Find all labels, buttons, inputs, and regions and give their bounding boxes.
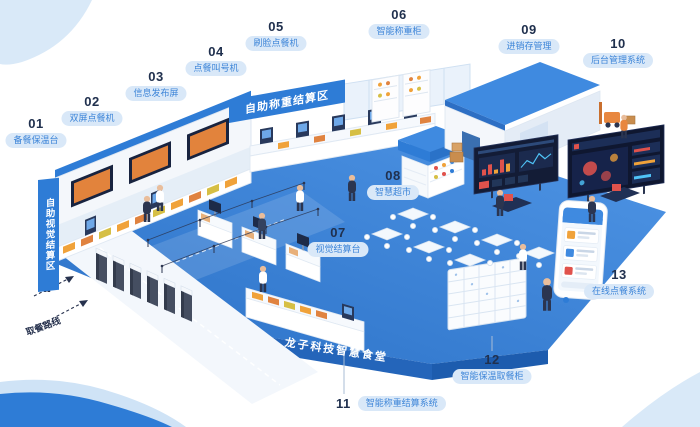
callout-02-label: 双屏点餐机 bbox=[61, 111, 123, 126]
callout-08-label: 智慧超市 bbox=[366, 185, 420, 200]
callout-02-number: 02 bbox=[84, 94, 100, 109]
weighing-counter bbox=[249, 101, 436, 173]
checkout-counters bbox=[197, 199, 321, 283]
callout-04-number: 04 bbox=[208, 44, 224, 59]
serving-wall bbox=[54, 90, 252, 263]
callout-12: 12 智能保温取餐柜 bbox=[452, 352, 532, 384]
forklift bbox=[599, 102, 636, 128]
callout-06-number: 06 bbox=[391, 7, 407, 22]
callout-07-label: 视觉结算台 bbox=[307, 242, 369, 257]
callout-05-number: 05 bbox=[268, 19, 284, 34]
dashboard-screens bbox=[473, 124, 665, 212]
callout-03-label: 信息发布屏 bbox=[125, 86, 187, 101]
callout-06: 06 智能称重柜 bbox=[368, 7, 430, 39]
callout-04-label: 点餐叫号机 bbox=[185, 61, 247, 76]
leader-lines bbox=[343, 336, 493, 394]
callout-01: 01 备餐保温台 bbox=[5, 116, 67, 148]
callout-10-number: 10 bbox=[610, 36, 626, 51]
dashboard-screen-left bbox=[473, 134, 559, 199]
entrance-gates bbox=[95, 247, 193, 322]
menu-screens bbox=[71, 117, 229, 208]
callout-10: 10 后台管理系统 bbox=[582, 36, 654, 68]
route-dot bbox=[563, 297, 569, 303]
callout-07: 07 视觉结算台 bbox=[307, 225, 369, 257]
callout-11-label: 智能称重结算系统 bbox=[357, 396, 446, 411]
weighing-cabinets bbox=[371, 69, 431, 123]
settlement-counter bbox=[245, 287, 365, 352]
callout-10-label: 后台管理系统 bbox=[582, 53, 654, 68]
callout-09-label: 进销存管理 bbox=[498, 39, 560, 54]
zone-banner-visual: 自助视觉结算区 bbox=[38, 177, 59, 292]
callout-05-label: 刷脸点餐机 bbox=[245, 36, 307, 51]
callout-05: 05 刷脸点餐机 bbox=[245, 19, 307, 51]
callout-07-number: 07 bbox=[330, 225, 346, 240]
callout-09-number: 09 bbox=[521, 22, 537, 37]
callout-02: 02 双屏点餐机 bbox=[61, 94, 123, 126]
callout-12-label: 智能保温取餐柜 bbox=[452, 369, 532, 384]
pickup-lockers bbox=[447, 257, 527, 331]
callout-03: 03 信息发布屏 bbox=[125, 69, 187, 101]
callout-08-number: 08 bbox=[385, 168, 401, 183]
callout-01-label: 备餐保温台 bbox=[5, 133, 67, 148]
callout-08: 08 智慧超市 bbox=[366, 168, 420, 200]
callout-11: 11 智能称重结算系统 bbox=[336, 396, 446, 411]
callout-13-label: 在线点餐系统 bbox=[583, 284, 655, 299]
callout-11-number: 11 bbox=[336, 396, 351, 411]
callout-06-label: 智能称重柜 bbox=[368, 24, 430, 39]
callout-13-number: 13 bbox=[611, 267, 627, 282]
callout-12-number: 12 bbox=[484, 352, 500, 367]
queue-rails bbox=[146, 181, 320, 273]
callout-09: 09 进销存管理 bbox=[498, 22, 560, 54]
callout-01-number: 01 bbox=[28, 116, 44, 131]
callout-04: 04 点餐叫号机 bbox=[185, 44, 247, 76]
dashboard-screen-right bbox=[567, 124, 665, 203]
callout-13: 13 在线点餐系统 bbox=[583, 267, 655, 299]
callout-03-number: 03 bbox=[148, 69, 164, 84]
